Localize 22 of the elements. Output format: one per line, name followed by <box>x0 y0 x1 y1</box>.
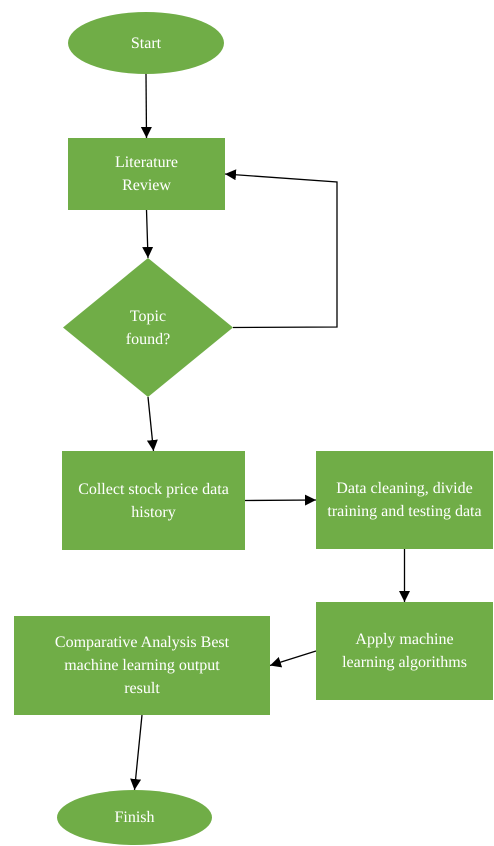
node-text: Start <box>130 34 162 54</box>
node-text: Literature Review <box>114 153 180 196</box>
process-box <box>316 602 493 700</box>
node-text: Apply machine learning algorithms <box>341 630 468 673</box>
process-box <box>68 138 225 210</box>
arrow <box>270 650 316 668</box>
process-box <box>62 451 245 550</box>
node-text: Topic found? <box>124 306 172 350</box>
arrow <box>399 549 410 602</box>
process-box <box>316 451 493 549</box>
arrow <box>140 74 152 138</box>
node-text: Comparative Analysis Best machine learning output result <box>54 633 230 699</box>
process-box <box>14 616 270 715</box>
arrow <box>130 714 143 790</box>
node-text: Collect stock price data history <box>77 480 230 522</box>
node-text: Finish <box>113 808 156 828</box>
arrow <box>142 210 154 258</box>
arrow <box>146 396 158 452</box>
decision-diamond <box>63 258 233 397</box>
arrow <box>245 494 316 506</box>
arrow <box>224 169 338 328</box>
node-text: Data cleaning, divide training and testing data <box>326 479 483 522</box>
